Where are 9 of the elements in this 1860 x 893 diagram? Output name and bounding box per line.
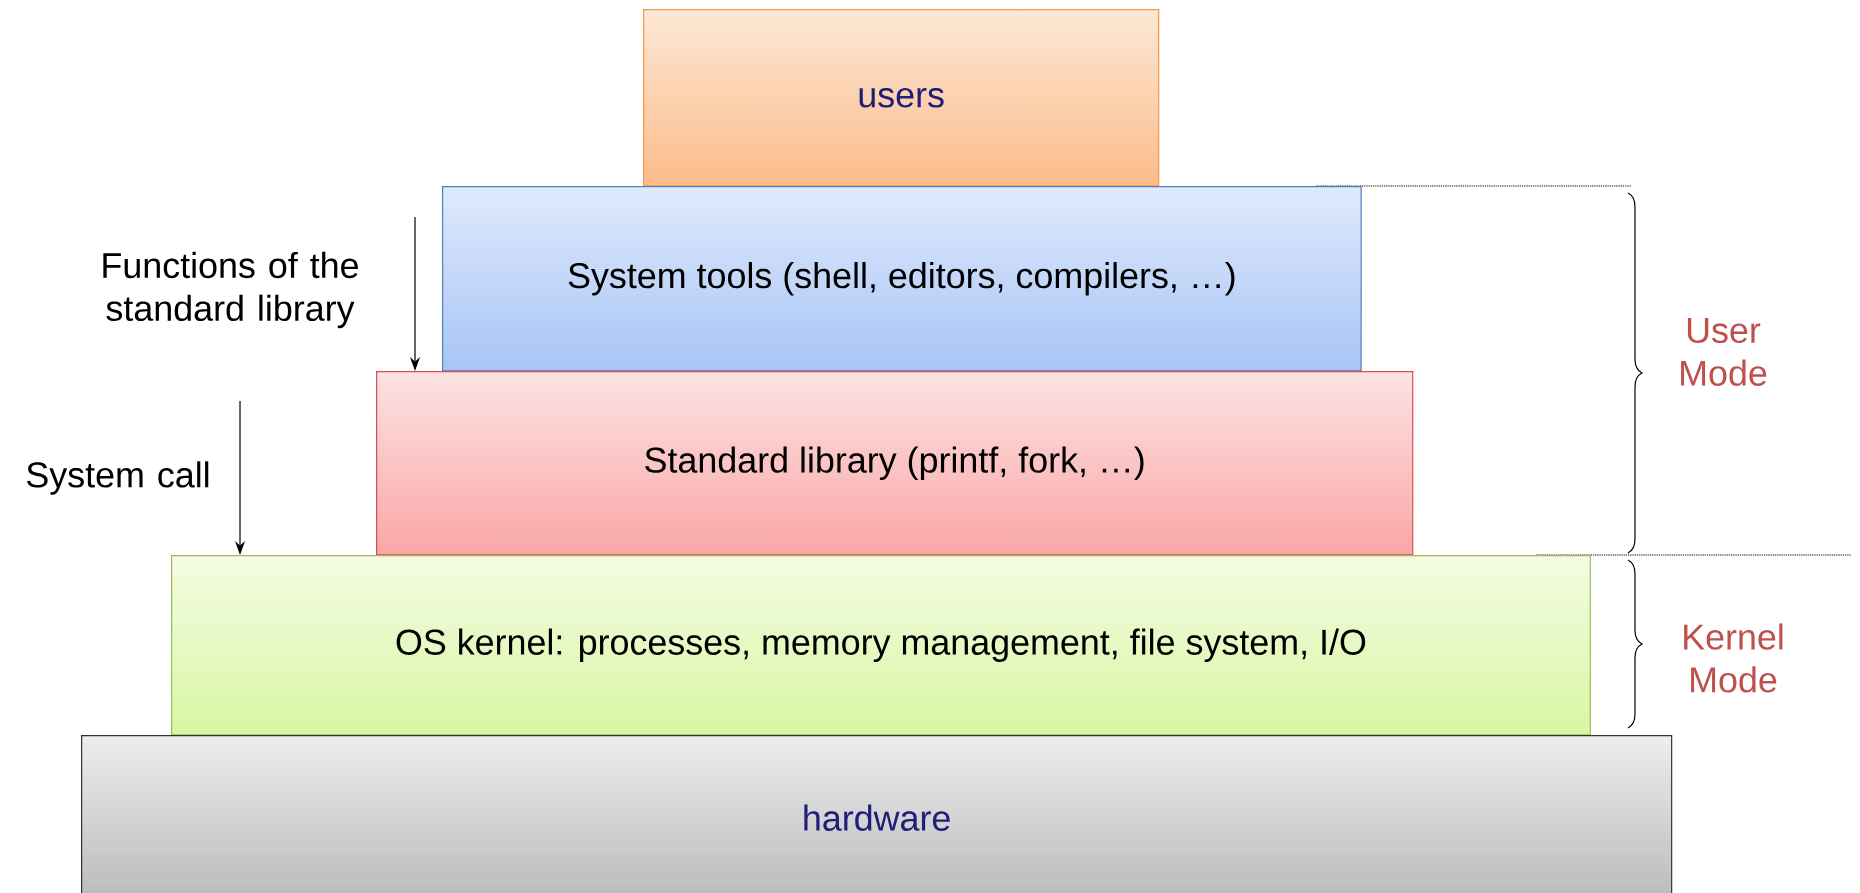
mode-label: User Mode (1681, 318, 1767, 386)
mode-label: Kernel Mode (1684, 623, 1783, 693)
layer-box: Standard library (printf, fork, …) (376, 371, 1414, 556)
layer-box: users (643, 9, 1160, 187)
layer-box: hardware (81, 735, 1673, 893)
edge-label: Functions of the standard library (103, 251, 358, 329)
layer-box: OS kernel: processes, memory management, file system, I/O (171, 555, 1591, 736)
layer-box: System tools (shell, editors, compilers, …) (442, 186, 1362, 372)
edge-label: System call (26, 461, 209, 495)
